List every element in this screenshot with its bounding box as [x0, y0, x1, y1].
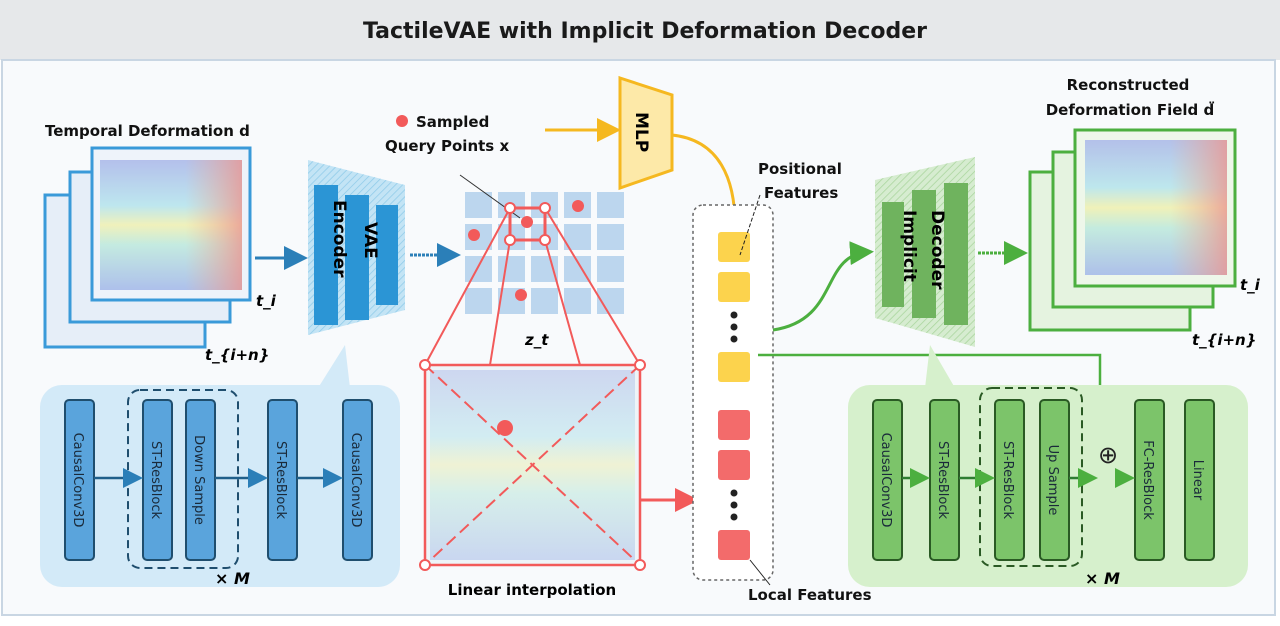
decoder-block: [1039, 399, 1070, 561]
interpolation-zoom: [419, 202, 646, 571]
latent-cell: [597, 192, 624, 218]
output-label-1: Reconstructed: [1067, 76, 1190, 94]
decoder-block: [872, 399, 903, 561]
encoder-block-label: Down Sample: [191, 435, 206, 525]
diagram-title: TactileVAE with Implicit Deformation Dec…: [363, 19, 927, 44]
latent-cell: [531, 288, 558, 314]
encoder-detail-panel: [40, 345, 400, 587]
latent-cell: [597, 256, 624, 282]
sum-icon: ⊕: [1098, 441, 1118, 469]
decoder-block: [994, 399, 1025, 561]
encoder-repeat: × M: [215, 569, 250, 588]
encoder-label-2: Encoder: [329, 200, 349, 278]
encoder-block-label: ST-ResBlock: [148, 441, 163, 520]
decoder-block: [1134, 399, 1165, 561]
svg-text:Implicit: Implicit: [899, 210, 919, 282]
positional-label-1: Positional: [758, 160, 842, 178]
sampled-point: [521, 216, 533, 228]
sampled-point: [572, 200, 584, 212]
latent-cell: [465, 256, 492, 282]
latent-cell: [465, 192, 492, 218]
encoder-label-1: VAE: [360, 222, 380, 259]
latent-label: z_t: [524, 331, 549, 349]
positional-pointer: [739, 194, 761, 256]
decoder-blocks: CausalConv3D ST-ResBlock ST-ResBlock Up Sam…: [872, 399, 1215, 561]
local-label: Local Features: [748, 586, 872, 604]
encoder-block: [342, 399, 373, 561]
latent-cell: [498, 256, 525, 282]
latent-cell: [465, 288, 492, 314]
encoder-block-label: CausalConv3D: [348, 433, 363, 528]
decoder-block-label: FC-ResBlock: [1140, 440, 1155, 520]
decoder-block-label: ST-ResBlock: [935, 441, 950, 520]
latent-cell: [597, 224, 624, 250]
sampled-label-2: Query Points x: [385, 137, 509, 155]
decoder-repeat: × M: [1085, 569, 1120, 588]
decoder-block: [929, 399, 960, 561]
encoder-blocks: CausalConv3D ST-ResBlock Down Sample ST-Res…: [64, 399, 373, 561]
encoder-block-label: CausalConv3D: [70, 433, 85, 528]
input-deformation-frames: [43, 146, 252, 349]
vae-encoder: VAE Encoder: [308, 160, 405, 335]
encoder-block: [64, 399, 95, 561]
feature-column: [692, 204, 774, 581]
latent-cell: [564, 288, 591, 314]
output-deformation-frames: [1028, 128, 1237, 332]
implicit-decoder: Implicit Decoder: [875, 157, 975, 347]
decoder-block-label: Linear: [1190, 460, 1205, 501]
encoder-block-label: ST-ResBlock: [273, 441, 288, 520]
encoder-block: [185, 399, 216, 561]
decoder-block: [1184, 399, 1215, 561]
local-pointer: [749, 559, 771, 586]
positional-label-2: Features: [764, 184, 838, 202]
sampled-point-legend-icon: [396, 115, 408, 127]
title-bar: [0, 0, 1280, 60]
output-label-2: Deformation Field d̈: [1046, 100, 1215, 119]
sampled-point: [468, 229, 480, 241]
svg-text:MLP: MLP: [631, 112, 651, 152]
input-t-last: t_{i+n}: [205, 346, 269, 364]
sampled-point: [515, 289, 527, 301]
sampled-label-1: Sampled: [416, 113, 489, 131]
input-label: Temporal Deformation d: [45, 122, 250, 140]
encoder-block: [142, 399, 173, 561]
positional-features: [718, 232, 750, 382]
decoder-block-label: ST-ResBlock: [1000, 441, 1015, 520]
output-t-last: t_{i+n}: [1192, 331, 1256, 349]
arrow-features-decoder: [772, 241, 874, 332]
svg-text:Decoder: Decoder: [927, 210, 947, 290]
interp-label: Linear interpolation: [448, 581, 616, 599]
local-features: [718, 410, 750, 560]
output-t-first: t_i: [1240, 276, 1261, 294]
decoder-block-label: Up Sample: [1045, 445, 1060, 516]
mlp-block: MLP: [618, 75, 674, 191]
decoder-block-label: CausalConv3D: [878, 433, 893, 528]
input-t-first: t_i: [256, 292, 277, 310]
encoder-block: [267, 399, 298, 561]
